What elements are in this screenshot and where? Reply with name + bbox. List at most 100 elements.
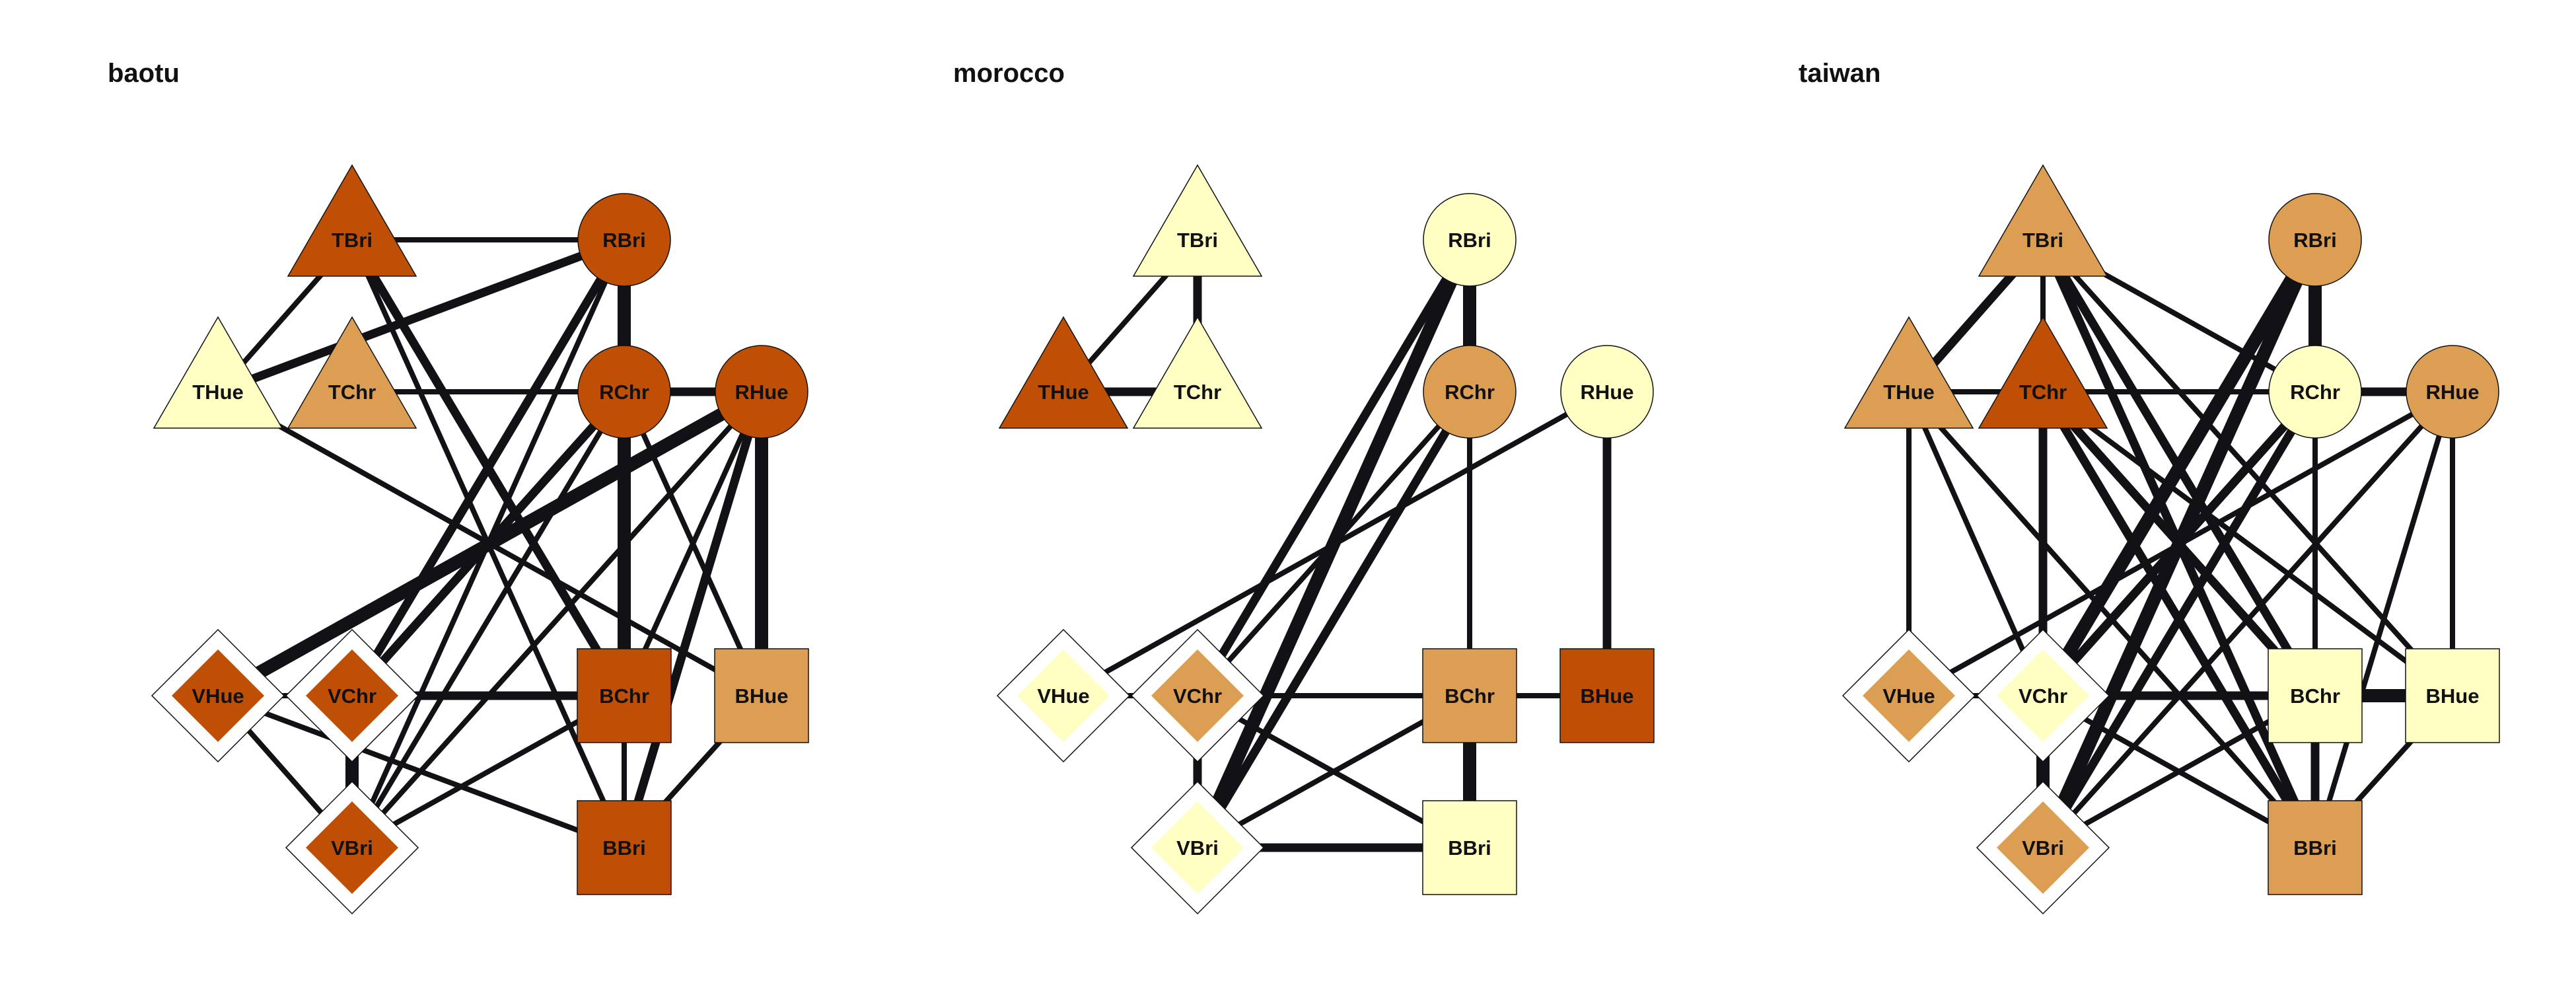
node-baotu-RChr: RChr <box>577 345 671 439</box>
node-morocco-VChr: VChr <box>1130 628 1265 763</box>
diamond-node-shape <box>306 649 398 742</box>
node-label: BHue <box>2426 684 2480 708</box>
node-label: VHue <box>192 684 244 708</box>
triangle-node-shape <box>998 316 1129 429</box>
node-taiwan-THue: THue <box>1843 316 1974 429</box>
node-label: BChr <box>599 684 649 708</box>
node-morocco-BHue: BHue <box>1559 648 1655 743</box>
node-baotu-BHue: BHue <box>714 648 809 743</box>
edge-baotu-THue-RBri <box>216 235 626 396</box>
triangle-node-shape <box>287 164 417 277</box>
node-baotu-BBri: BBri <box>577 800 672 895</box>
diamond-node-shape <box>172 649 264 742</box>
node-label: BChr <box>1445 684 1495 708</box>
circle-node-shape <box>1560 345 1654 439</box>
circle-node-shape <box>577 193 671 287</box>
node-label: BBri <box>1448 836 1491 860</box>
node-morocco-BBri: BBri <box>1422 800 1517 895</box>
triangle-node-shape <box>153 316 283 429</box>
circle-node-shape <box>577 345 671 439</box>
square-node-shape <box>2268 800 2363 895</box>
node-taiwan-BHue: BHue <box>2405 648 2500 743</box>
edge-taiwan-RChr-VBri <box>2039 389 2319 850</box>
node-label: VHue <box>1882 684 1935 708</box>
diamond-node-shape <box>1997 801 2089 894</box>
node-taiwan-TChr: TChr <box>1978 316 2108 429</box>
edge-morocco-RHue-VHue <box>1062 389 1608 698</box>
edge-baotu-RHue-VHue <box>215 386 765 702</box>
triangle-node-shape <box>1978 164 2108 277</box>
diamond-node-shape <box>1863 649 1955 742</box>
edge-taiwan-RBri-VChr <box>2037 236 2321 700</box>
node-label: BHue <box>1581 684 1634 708</box>
square-node-shape <box>577 648 672 743</box>
edge-baotu-RHue-BChr <box>622 390 764 697</box>
node-taiwan-VBri: VBri <box>1976 780 2110 915</box>
node-label: RHue <box>2426 381 2480 404</box>
node-taiwan-TBri: TBri <box>1978 164 2108 277</box>
edge-taiwan-THue-VChr <box>1906 390 2046 697</box>
node-label: THue <box>192 381 244 404</box>
edge-baotu-RHue-BBri <box>620 390 766 849</box>
panel-title-morocco: morocco <box>953 59 1065 88</box>
node-label: VChr <box>1173 684 1222 708</box>
node-taiwan-VChr: VChr <box>1976 628 2110 763</box>
node-label: VBri <box>1176 836 1219 860</box>
circle-node-shape <box>2268 345 2362 439</box>
edge-taiwan-TChr-BHue <box>2041 389 2454 698</box>
node-label: BChr <box>2290 684 2340 708</box>
node-label: RChr <box>2290 381 2340 404</box>
node-label: BBri <box>2293 836 2336 860</box>
edge-morocco-RBri-VChr <box>1194 237 1474 698</box>
edge-layer-morocco <box>1061 237 1612 852</box>
node-label: TBri <box>332 229 373 252</box>
square-node-shape <box>1422 800 1517 895</box>
node-taiwan-RChr: RChr <box>2268 345 2362 439</box>
node-baotu-TBri: TBri <box>287 164 417 277</box>
triangle-node-shape <box>287 316 417 429</box>
square-node-shape <box>1422 648 1517 743</box>
node-taiwan-VHue: VHue <box>1842 628 1976 763</box>
panel-title-baotu: baotu <box>108 59 180 88</box>
edge-taiwan-RHue-VHue <box>1908 389 2454 698</box>
node-label: VChr <box>328 684 376 708</box>
node-baotu-TChr: TChr <box>287 316 417 429</box>
circle-node-shape <box>1423 193 1517 287</box>
node-label: RHue <box>735 381 789 404</box>
square-node-shape <box>2268 648 2363 743</box>
triangle-node-shape <box>1843 316 1974 429</box>
node-baotu-VBri: VBri <box>285 780 419 915</box>
node-label: VBri <box>2022 836 2064 860</box>
node-label: TChr <box>1174 381 1221 404</box>
diamond-node-shape <box>1997 649 2089 742</box>
node-morocco-TBri: TBri <box>1132 164 1263 277</box>
node-label: VHue <box>1037 684 1089 708</box>
node-baotu-VHue: VHue <box>151 628 285 763</box>
node-morocco-BChr: BChr <box>1422 648 1517 743</box>
node-baotu-RHue: RHue <box>715 345 808 439</box>
node-label: BHue <box>735 684 789 708</box>
edge-morocco-RChr-VBri <box>1194 389 1474 850</box>
node-morocco-VHue: VHue <box>996 628 1131 763</box>
node-morocco-RHue: RHue <box>1560 345 1654 439</box>
node-morocco-THue: THue <box>998 316 1129 429</box>
node-label: RHue <box>1581 381 1634 404</box>
diamond-node-shape <box>306 801 398 894</box>
node-morocco-VBri: VBri <box>1130 780 1265 915</box>
node-morocco-TChr: TChr <box>1132 316 1263 429</box>
node-label: TBri <box>1177 229 1218 252</box>
circle-node-shape <box>1423 345 1517 439</box>
node-taiwan-RHue: RHue <box>2406 345 2499 439</box>
node-label: TBri <box>2022 229 2063 252</box>
node-baotu-THue: THue <box>153 316 283 429</box>
node-morocco-RBri: RBri <box>1423 193 1517 287</box>
node-taiwan-BChr: BChr <box>2268 648 2363 743</box>
circle-node-shape <box>715 345 808 439</box>
circle-node-shape <box>2406 345 2499 439</box>
diamond-node-shape <box>1151 649 1244 742</box>
